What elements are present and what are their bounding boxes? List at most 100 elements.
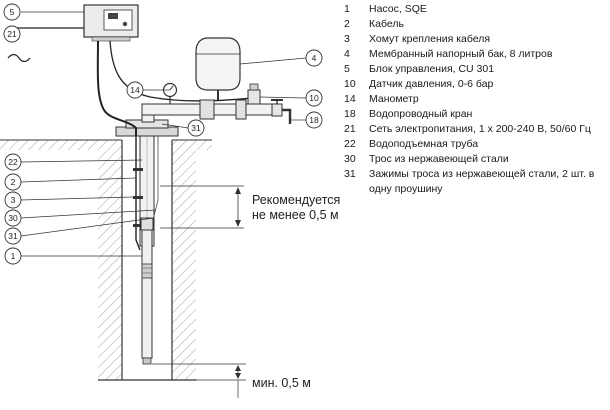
pressure-sensor-cap bbox=[249, 83, 259, 91]
leader-4 bbox=[239, 57, 307, 65]
pump-motor-base bbox=[142, 357, 152, 365]
legend-item-number: 18 bbox=[344, 108, 356, 120]
legend-item: 10 Датчик давления, 0-6 бар bbox=[344, 77, 608, 92]
min-dimension-arrow-down bbox=[235, 373, 241, 379]
legend-item-number: 1 bbox=[344, 3, 350, 15]
legend-item: 1 Насос, SQE bbox=[344, 2, 608, 17]
legend-item-text: Манометр bbox=[369, 93, 419, 105]
legend-item: 3 Хомут крепления кабеля bbox=[344, 32, 608, 47]
dimension-arrow-down bbox=[235, 220, 241, 227]
callout-label-2: 2 bbox=[11, 177, 16, 187]
legend-item: 22 Водоподъемная труба bbox=[344, 137, 608, 152]
dimension-recommended: Рекомендуется не менее 0,5 м bbox=[160, 185, 340, 229]
callout-circle-22 bbox=[4, 153, 22, 171]
legend-item-number: 3 bbox=[344, 33, 350, 45]
callout-circle-5 bbox=[3, 3, 21, 21]
legend-item-text: Датчик давления, 0-6 бар bbox=[369, 78, 494, 90]
callout-circle-10 bbox=[305, 89, 323, 107]
cable-clip bbox=[133, 196, 143, 199]
legend-item-text: Водопроводный кран bbox=[369, 108, 473, 120]
callout-circle-1 bbox=[4, 247, 22, 265]
callout-circle-18 bbox=[305, 111, 323, 129]
legend-item-number: 10 bbox=[344, 78, 356, 90]
callout-circle-2 bbox=[4, 173, 22, 191]
legend-item-number: 31 bbox=[344, 168, 356, 180]
callout-label-31: 31 bbox=[8, 231, 18, 241]
legend-item-text: Блок управления, CU 301 bbox=[369, 63, 495, 75]
legend-item: 21 Сеть электропитания, 1 x 200-240 В, 50… bbox=[344, 122, 608, 137]
safety-wire-lower bbox=[153, 199, 159, 217]
legend-item-number: 22 bbox=[344, 138, 356, 150]
cable-in-well bbox=[135, 136, 141, 251]
legend-item-number: 4 bbox=[344, 48, 350, 60]
pump-cable bbox=[96, 40, 137, 136]
leader-3 bbox=[20, 196, 135, 201]
dimension-arrow-up bbox=[235, 187, 241, 194]
sensor-cable bbox=[109, 40, 253, 102]
callout-circle-14 bbox=[126, 81, 144, 99]
pipe-fitting bbox=[235, 99, 247, 120]
recommended-note-line1: Рекомендуется bbox=[252, 193, 340, 207]
pump-inlet-screen bbox=[141, 263, 153, 279]
legend-item: 30 Трос из нержавеющей стали bbox=[344, 152, 608, 167]
leader-31 bbox=[20, 217, 155, 237]
legend-item-number: 2 bbox=[344, 18, 350, 30]
water-tap-body bbox=[271, 103, 283, 117]
mains-cable bbox=[17, 27, 84, 40]
callout-circle-31-top bbox=[187, 119, 205, 137]
callout-circle-21 bbox=[3, 25, 21, 43]
legend-item-text: Водоподъемная труба bbox=[369, 138, 479, 150]
callout-label-22: 22 bbox=[8, 157, 18, 167]
callout-label-31-top: 31 bbox=[191, 123, 201, 133]
legend-item: 4 Мембранный напорный бак, 8 литров bbox=[344, 47, 608, 62]
callout-circle-4 bbox=[305, 49, 323, 67]
legend-item-text: Мембранный напорный бак, 8 литров bbox=[369, 48, 553, 60]
dimension-minimum: мин. 0,5 м bbox=[152, 363, 311, 398]
ground bbox=[0, 139, 212, 381]
legend-item-text: Кабель bbox=[369, 18, 404, 30]
callout-label-14: 14 bbox=[130, 85, 140, 95]
callout-label-4: 4 bbox=[312, 53, 317, 63]
leader-30 bbox=[20, 209, 157, 219]
pressure-gauge-needle bbox=[169, 85, 174, 91]
ground-left-hatch bbox=[0, 140, 122, 380]
control-box-display bbox=[108, 13, 118, 19]
callout-label-18: 18 bbox=[309, 115, 319, 125]
legend-item-text: Сеть электропитания, 1 x 200-240 В, 50/6… bbox=[369, 123, 591, 135]
control-box-button bbox=[122, 21, 128, 27]
min-dimension-arrow-up bbox=[235, 365, 241, 371]
legend-item-text: Трос из нержавеющей стали bbox=[369, 153, 509, 165]
legend-item-text: Зажимы троса из нержавеющей стали, 2 шт.… bbox=[369, 168, 595, 195]
pipe-fitting bbox=[199, 99, 215, 120]
mains-cable-break bbox=[7, 53, 31, 63]
leader-22 bbox=[20, 159, 143, 163]
cable-clip bbox=[133, 168, 143, 171]
pressure-sensor-body bbox=[247, 89, 261, 105]
minimum-note: мин. 0,5 м bbox=[252, 376, 311, 390]
legend-item-number: 14 bbox=[344, 93, 356, 105]
leader-31-top bbox=[161, 123, 189, 129]
legend-item: 2 Кабель bbox=[344, 17, 608, 32]
control-box-mount bbox=[91, 36, 131, 42]
callouts: 5 21 4 14 10 31 18 22 2 3 30 31 bbox=[3, 3, 323, 265]
legend-item-text: Хомут крепления кабеля bbox=[369, 33, 491, 45]
legend-item-number: 21 bbox=[344, 123, 356, 135]
legend-item-number: 30 bbox=[344, 153, 356, 165]
parts-legend: 1 Насос, SQE 2 Кабель 3 Хомут крепления кабел… bbox=[344, 2, 608, 197]
callout-circle-30 bbox=[4, 209, 22, 227]
recommended-note-line2: не менее 0,5 м bbox=[252, 208, 339, 222]
cable-clip bbox=[133, 224, 143, 227]
callout-label-30: 30 bbox=[8, 213, 18, 223]
legend-item: 14 Манометр bbox=[344, 92, 608, 107]
callout-label-21: 21 bbox=[7, 29, 17, 39]
legend-item: 31 Зажимы троса из нержавеющей стали, 2 ш… bbox=[344, 167, 608, 197]
legend-item: 18 Водопроводный кран bbox=[344, 107, 608, 122]
callout-label-3: 3 bbox=[11, 195, 16, 205]
callout-label-1: 1 bbox=[11, 251, 16, 261]
water-tap-spout bbox=[282, 108, 292, 124]
diaphragm-tank bbox=[195, 37, 241, 91]
legend-item-text: Насос, SQE bbox=[369, 3, 427, 15]
ground-right-surface-hatch bbox=[172, 140, 212, 150]
